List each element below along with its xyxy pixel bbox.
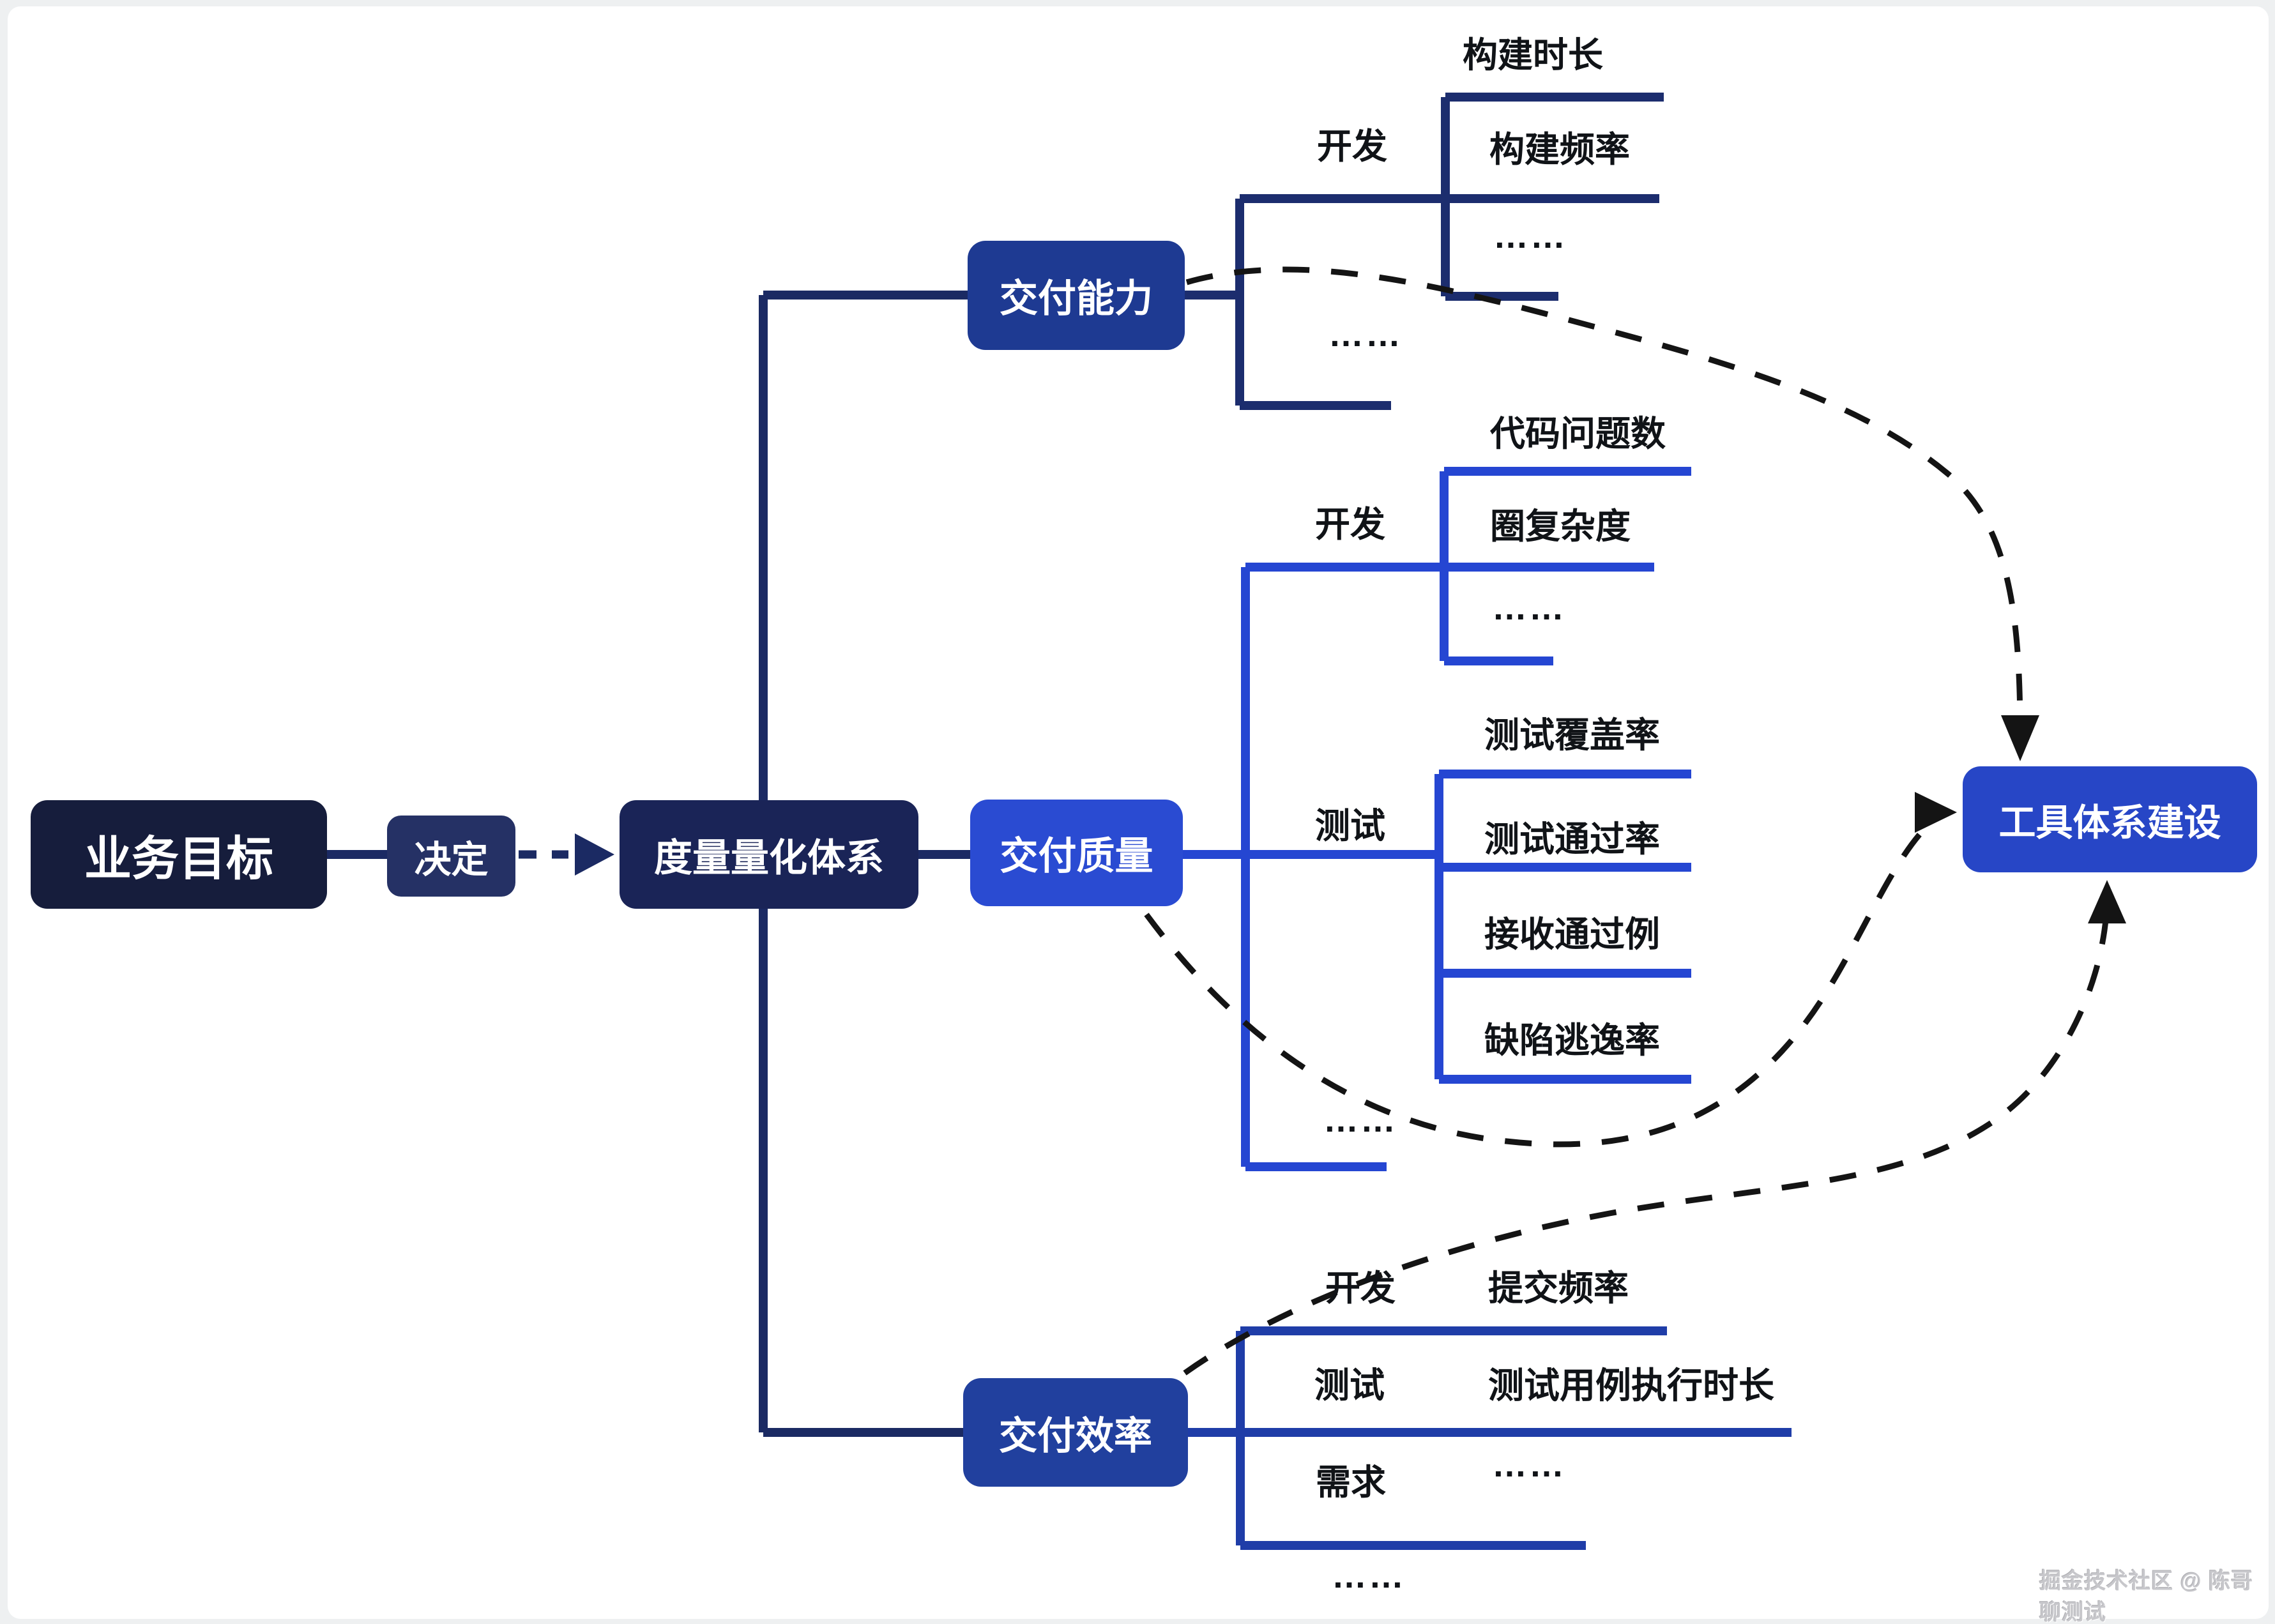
efficiency-to-tool-arrowhead	[2088, 880, 2126, 923]
metric-build-duration: 构建时长	[1463, 35, 1604, 75]
decide-arrowhead	[575, 833, 614, 876]
node-tool-system: 工具体系建设	[1963, 766, 2257, 872]
node-decide: 决定	[387, 816, 515, 897]
quality-to-tool-curve	[1144, 811, 1944, 1148]
node-measurement-system: 度量量化体系	[620, 800, 918, 909]
quality-to-tool-arrowhead	[1915, 792, 1957, 833]
quality-ellipsis: ……	[1323, 1100, 1397, 1139]
node-business-goal: 业务目标	[31, 800, 327, 909]
watermark: 掘金技术社区 @ 陈哥聊测试	[2039, 1569, 2254, 1624]
metric-cyclomatic-complexity: 圈复杂度	[1490, 506, 1631, 546]
capability-ellipsis: ……	[1328, 314, 1403, 354]
efficiency-req-label: 需求	[1316, 1462, 1387, 1502]
metric-defect-escape-rate: 缺陷逃逸率	[1484, 1021, 1661, 1060]
node-delivery-quality: 交付质量	[970, 800, 1183, 906]
quality-dev-label: 开发	[1315, 505, 1386, 544]
capability-dev-label: 开发	[1317, 126, 1388, 166]
efficiency-ellipsis: ……	[1332, 1556, 1406, 1595]
metric-build-frequency: 构建频率	[1489, 130, 1631, 169]
node-delivery-capability: 交付能力	[968, 241, 1185, 350]
capability-dev-ellipsis: ……	[1493, 216, 1567, 255]
efficiency-test-label: 测试	[1314, 1365, 1385, 1405]
metric-test-coverage: 测试覆盖率	[1484, 715, 1661, 755]
node-delivery-efficiency: 交付效率	[963, 1378, 1188, 1487]
metric-code-issues: 代码问题数	[1490, 414, 1666, 453]
capability-to-tool-arrowhead	[2001, 715, 2039, 761]
quality-test-label: 测试	[1315, 806, 1386, 846]
metric-test-pass-rate: 测试通过率	[1484, 819, 1661, 859]
quality-dev-ellipsis: ……	[1492, 588, 1566, 627]
capability-to-tool-curve	[1185, 266, 2023, 753]
metric-commit-frequency: 提交频率	[1488, 1268, 1629, 1308]
metric-accept-pass-cases: 接收通过例	[1484, 914, 1661, 954]
efficiency-req-ellipsis: ……	[1492, 1445, 1566, 1484]
efficiency-dev-label: 开发	[1325, 1268, 1396, 1308]
metric-testcase-exec-duration: 测试用例执行时长	[1488, 1365, 1774, 1406]
